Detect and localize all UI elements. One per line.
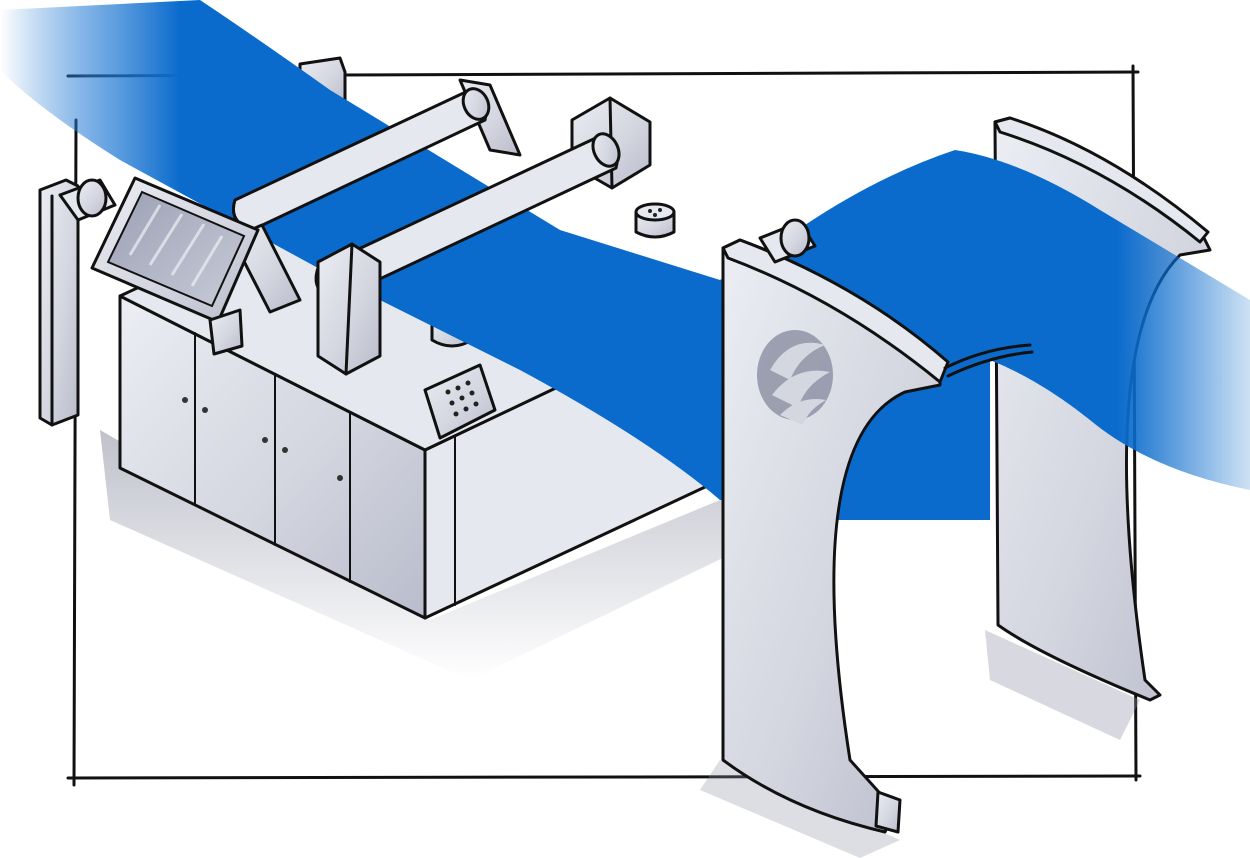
- fabric-web-outgoing: [805, 150, 1250, 490]
- floor-shadow: [100, 430, 1140, 858]
- crossbar-rod: [943, 343, 1034, 378]
- arch-top-roller: [758, 218, 817, 264]
- monitor-screen: [90, 176, 260, 356]
- lower-roller: [58, 178, 117, 222]
- keypad-panel: [423, 363, 497, 440]
- front-arch-frame: [721, 238, 950, 834]
- top-roller-front: [314, 132, 621, 302]
- brand-logo-mark: [757, 330, 833, 425]
- top-roller-back: [231, 87, 491, 232]
- sensor-knob-right: [634, 202, 676, 239]
- left-side-post: [38, 178, 80, 427]
